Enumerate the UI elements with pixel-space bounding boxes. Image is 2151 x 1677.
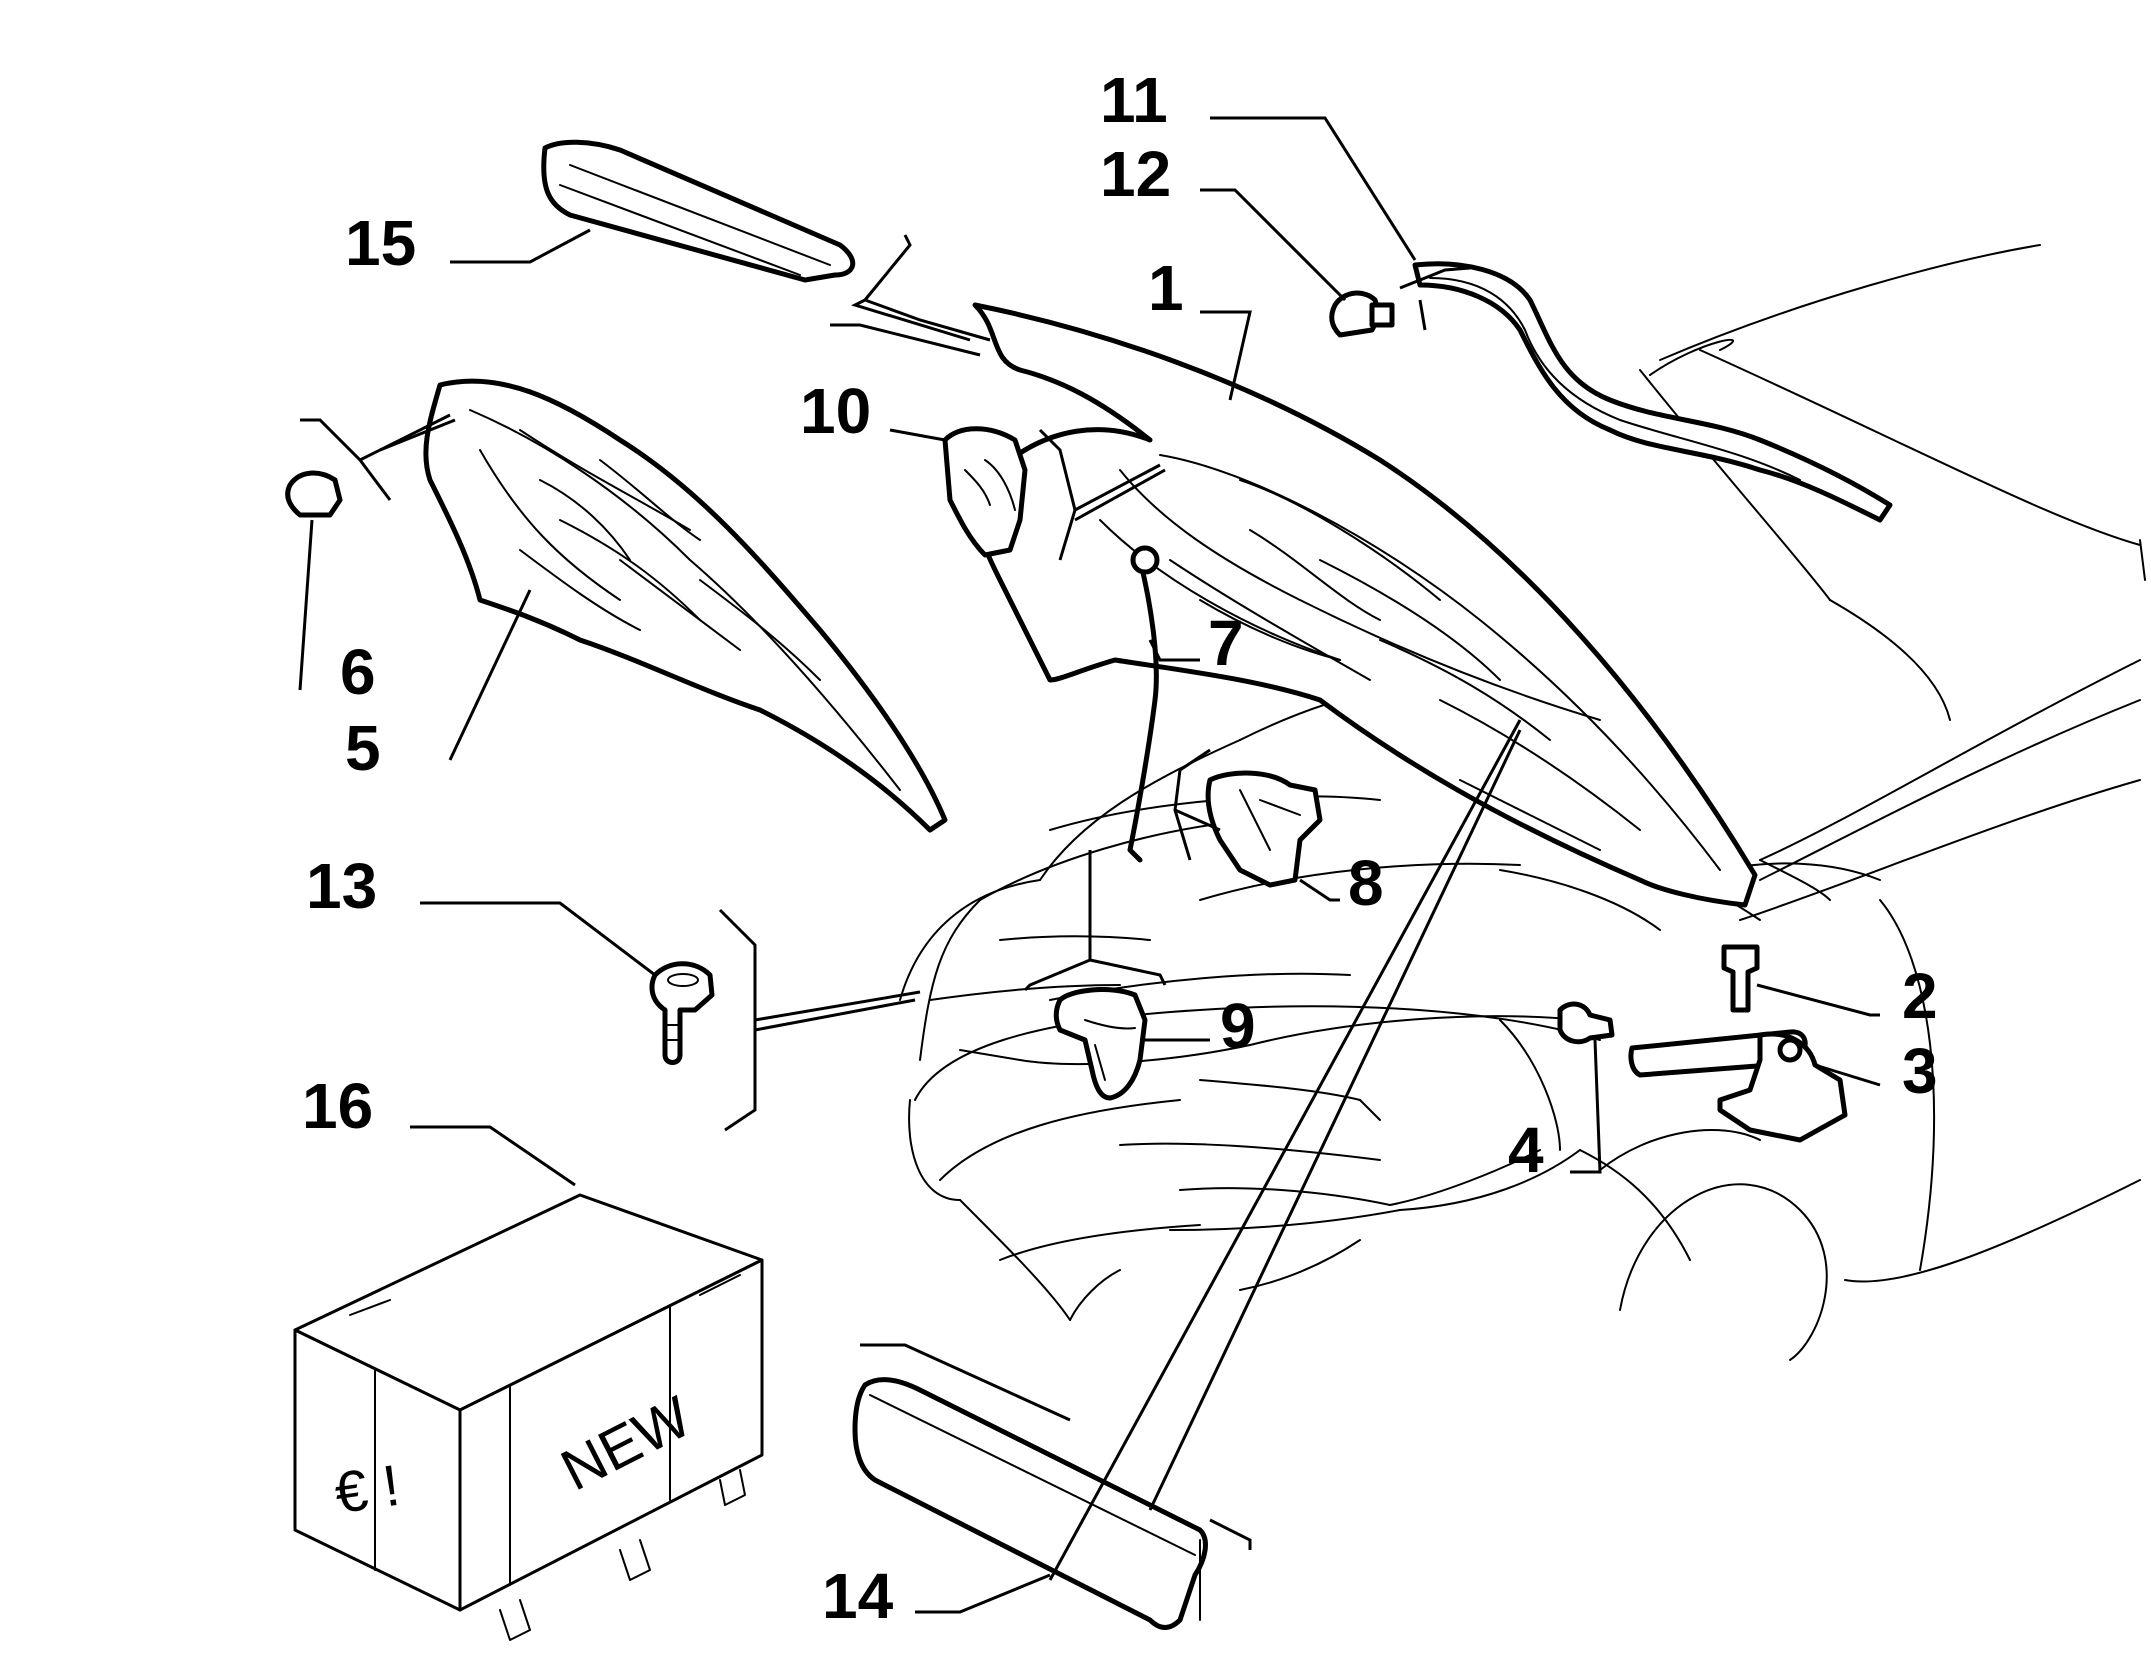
callout-10: 10	[800, 375, 871, 447]
bump-stop-part	[942, 426, 1028, 558]
bonnet-part	[972, 302, 1758, 908]
callout-4: 4	[1508, 1114, 1544, 1186]
rear-trim-strip-part	[541, 139, 855, 283]
callout-6: 6	[340, 636, 376, 708]
hinge-bolt-part	[1721, 944, 1760, 1013]
callout-15: 15	[345, 207, 416, 279]
insulation-panel-part	[423, 378, 948, 833]
callout-8: 8	[1348, 847, 1384, 919]
callout-2: 2	[1902, 960, 1938, 1032]
callout-1: 1	[1148, 252, 1184, 324]
hinge-part	[1628, 1029, 1848, 1143]
callout-9: 9	[1220, 990, 1256, 1062]
callout-14: 14	[822, 1560, 894, 1632]
bonnet-lock-part	[1205, 770, 1323, 888]
buffer-part	[649, 961, 715, 1065]
leader-lines	[298, 116, 1881, 1614]
front-trim-strip-part	[852, 1377, 1208, 1630]
release-cable-part	[1127, 545, 1160, 863]
callout-11: 11	[1100, 64, 1168, 136]
screw-part	[1557, 1001, 1615, 1045]
callout-numbers: 1 2 3 4 5 6 7 8 9 10 11 12 13 14 15 16	[302, 64, 1938, 1632]
svg-text:€ !: € !	[331, 1453, 404, 1526]
callout-5: 5	[345, 712, 381, 784]
kit-crate-part: € ! NEW	[293, 1193, 764, 1641]
seal-part	[1412, 261, 1893, 523]
clip-part	[285, 470, 343, 518]
lock-striker-part	[1053, 987, 1148, 1101]
callout-3: 3	[1902, 1035, 1938, 1107]
callout-12: 12	[1100, 138, 1171, 210]
callout-7: 7	[1208, 607, 1244, 679]
crate-label-currency: € !	[331, 1453, 404, 1526]
callout-16: 16	[302, 1070, 373, 1142]
seal-clip-part	[1329, 290, 1395, 338]
callout-13: 13	[306, 850, 377, 922]
